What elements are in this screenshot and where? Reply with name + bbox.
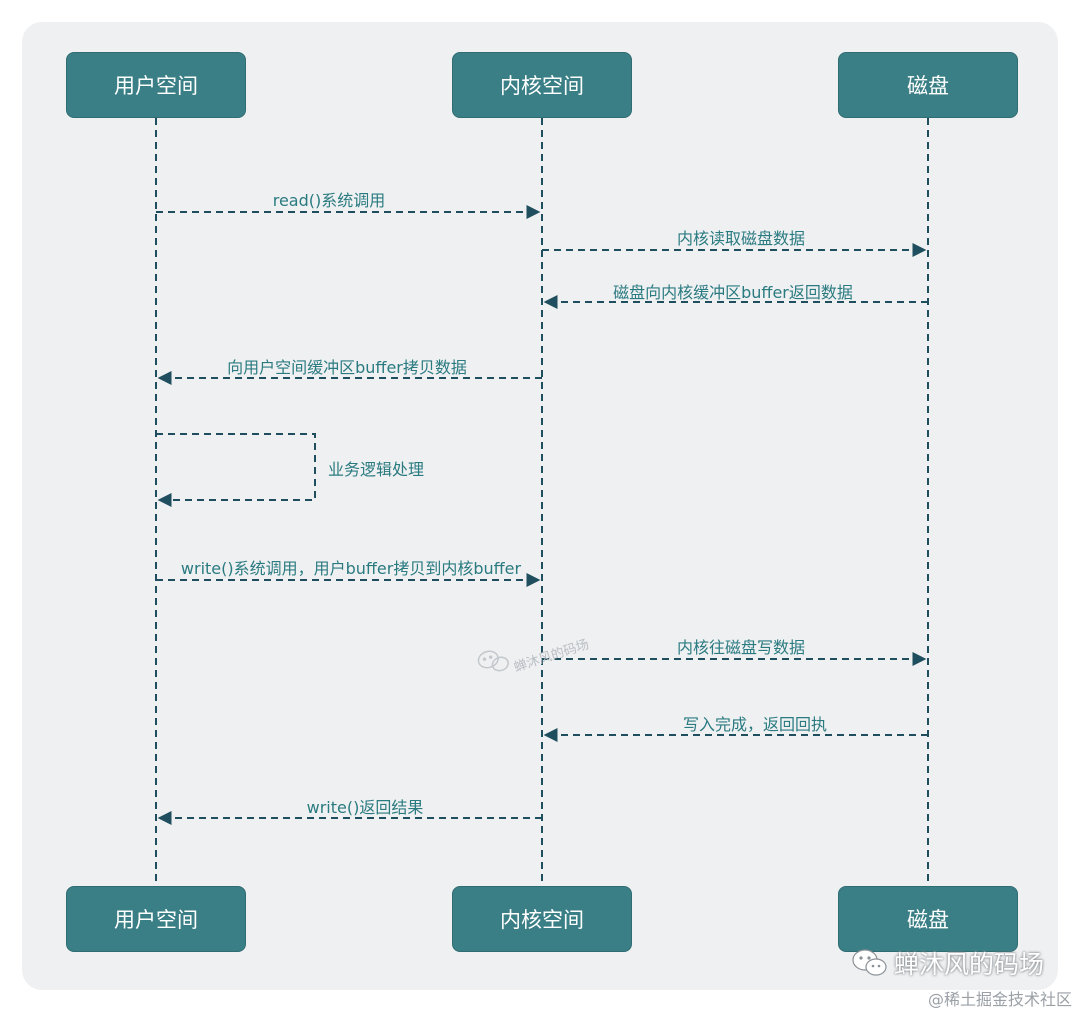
participant-disk-top: 磁盘 — [838, 52, 1018, 118]
participant-disk-bottom: 磁盘 — [838, 886, 1018, 952]
label-copy-to-user: 向用户空间缓冲区buffer拷贝数据 — [227, 358, 467, 377]
participant-label: 磁盘 — [907, 74, 949, 98]
participant-label: 用户空间 — [114, 74, 198, 98]
label-read-syscall: read()系统调用 — [272, 191, 386, 210]
label-kernel-write-disk: 内核往磁盘写数据 — [676, 638, 806, 657]
participant-label: 内核空间 — [500, 908, 584, 932]
credit-text: @稀土掘金技术社区 — [927, 990, 1072, 1009]
wechat-icon — [477, 650, 509, 672]
wechat-icon — [852, 949, 887, 976]
arrow-business-logic — [156, 433, 316, 507]
label-write-done: 写入完成，返回回执 — [682, 715, 828, 734]
participant-kernel-space-bottom: 内核空间 — [452, 886, 632, 952]
label-write-syscall: write()系统调用，用户buffer拷贝到内核buffer — [180, 559, 522, 578]
participant-label: 内核空间 — [500, 74, 584, 98]
participant-label: 磁盘 — [907, 908, 949, 932]
participant-user-space-bottom: 用户空间 — [66, 886, 246, 952]
label-business-logic: 业务逻辑处理 — [328, 460, 425, 479]
diagram-card — [22, 22, 1058, 990]
label-kernel-read-disk: 内核读取磁盘数据 — [676, 229, 806, 248]
label-disk-return: 磁盘向内核缓冲区buffer返回数据 — [613, 283, 853, 302]
participant-kernel-space-top: 内核空间 — [452, 52, 632, 118]
brand-text: 蝉沐风的码场 — [893, 950, 1044, 979]
participant-label: 用户空间 — [114, 908, 198, 932]
label-write-result: write()返回结果 — [306, 798, 424, 817]
brand-watermark: 蝉沐风的码场 — [852, 945, 1044, 981]
participant-user-space-top: 用户空间 — [66, 52, 246, 118]
